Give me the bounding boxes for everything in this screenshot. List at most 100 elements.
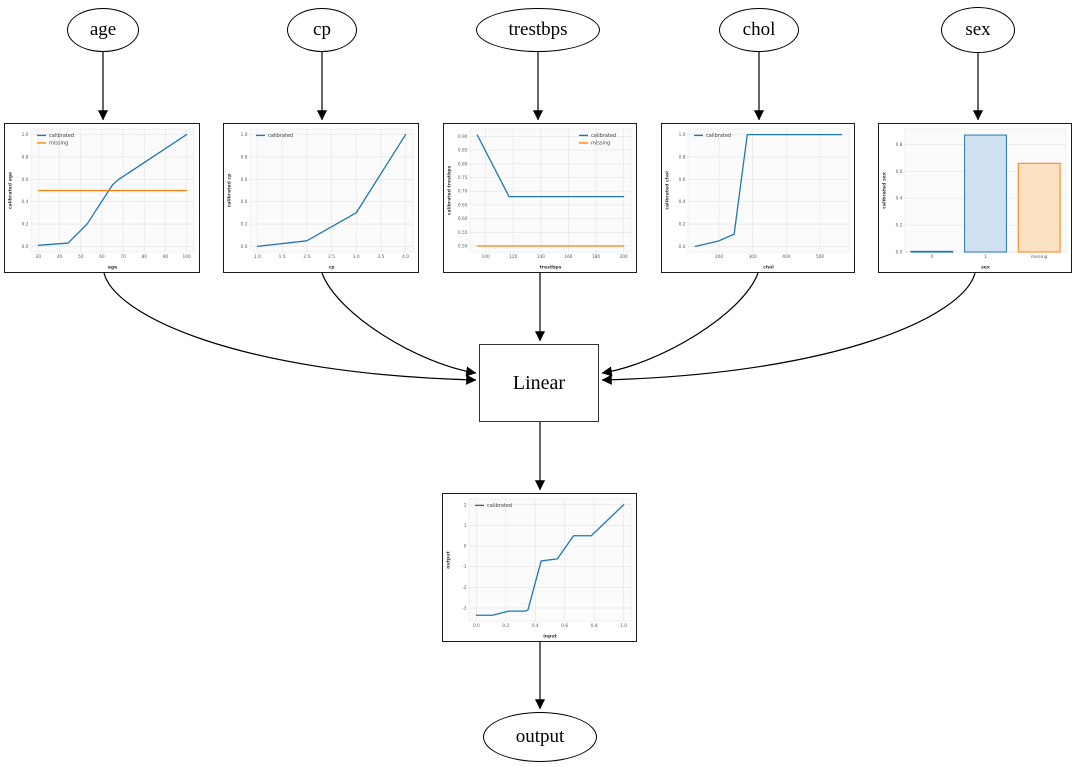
y-tick-label: 0.80 <box>458 161 468 167</box>
node-label-cp: cp <box>313 19 331 40</box>
x-tick-label: 200 <box>715 254 723 260</box>
y-tick-label: 0.75 <box>458 175 468 181</box>
y-tick-label: 2 <box>464 502 467 508</box>
legend: calibrated <box>694 133 731 139</box>
input-node-sex: sex <box>941 7 1015 53</box>
y-tick-label: 0.0 <box>896 250 903 256</box>
y-tick-label: 1.0 <box>22 132 29 138</box>
x-tick-label: 160 <box>564 254 572 260</box>
y-tick-label: 1 <box>464 523 467 529</box>
legend: calibrated <box>475 503 512 509</box>
series-line-calibrated <box>256 133 407 248</box>
input-node-cp: cp <box>287 8 357 52</box>
y-tick-label: -3 <box>462 605 467 611</box>
y-tick-label: 0.2 <box>679 222 686 228</box>
x-tick-label: 4.0 <box>402 254 409 260</box>
x-tick-label: 1 <box>984 254 987 260</box>
y-tick-label: 0.70 <box>458 189 468 195</box>
input-node-chol: chol <box>719 8 799 52</box>
y-axis-label: calibrated cp <box>227 173 233 208</box>
x-tick-label: 90 <box>163 254 169 260</box>
x-tick-label: 200 <box>620 254 628 260</box>
y-tick-label: 0.4 <box>22 199 29 205</box>
x-tick-label: 100 <box>482 254 490 260</box>
legend: calibrated missing <box>37 133 74 147</box>
x-tick-label: 50 <box>78 254 84 260</box>
y-tick-label: 0.6 <box>679 177 686 183</box>
x-tick-label: 0 <box>930 254 933 260</box>
legend-label: calibrated <box>487 503 512 509</box>
y-tick-label: 0.8 <box>679 154 686 160</box>
y-tick-label: 0.8 <box>241 154 248 160</box>
x-tick-label: 1.5 <box>279 254 286 260</box>
y-axis-label: output <box>446 551 452 569</box>
legend: calibrated <box>256 133 293 139</box>
y-tick-label: 0.2 <box>241 222 248 228</box>
linear-node: Linear <box>479 344 599 422</box>
x-tick-label: 1.0 <box>620 623 627 629</box>
x-tick-label: 70 <box>120 254 126 260</box>
x-tick-label: 3.5 <box>377 254 384 260</box>
node-label-output: output <box>515 726 565 747</box>
y-tick-label: 0.85 <box>458 148 468 154</box>
y-tick-label: 0.90 <box>458 134 468 140</box>
series-line-calibrated <box>475 504 625 616</box>
x-axis-label: trestbps <box>540 265 562 271</box>
grid-lines <box>250 129 413 252</box>
x-tick-label: 180 <box>592 254 600 260</box>
x-axis-label: chol <box>763 265 774 271</box>
input-node-trestbps: trestbps <box>476 8 600 52</box>
legend-label: calibrated <box>706 133 731 139</box>
node-label-trestbps: trestbps <box>508 19 568 40</box>
y-tick-label: 0.6 <box>896 169 903 175</box>
edge-chol-calibrator-to-linear <box>601 272 759 377</box>
node-label-sex: sex <box>965 19 991 40</box>
bar-missing <box>1017 162 1061 253</box>
y-tick-label: 0.8 <box>896 142 903 148</box>
y-tick-label: 0.60 <box>458 216 468 222</box>
x-tick-label: 60 <box>99 254 105 260</box>
legend-label: missing <box>49 141 68 147</box>
legend-label: calibrated <box>268 133 293 139</box>
grid-lines <box>688 129 849 252</box>
x-tick-label: 120 <box>509 254 517 260</box>
y-tick-label: 0 <box>464 544 467 550</box>
legend-label: calibrated <box>591 133 616 139</box>
x-axis-label: input <box>543 634 557 640</box>
y-tick-label: 0.4 <box>896 196 903 202</box>
x-tick-label: 2.0 <box>303 254 310 260</box>
x-axis-label: age <box>108 266 118 271</box>
x-tick-label: 30 <box>36 254 42 260</box>
node-label-chol: chol <box>742 19 776 40</box>
x-tick-label: 500 <box>816 254 824 260</box>
y-axis-label: calibrated trestbps <box>447 165 453 215</box>
input-node-age: age <box>67 8 139 52</box>
edge-sex-calibrator-to-linear <box>601 272 976 385</box>
y-tick-label: 0.65 <box>458 202 468 208</box>
y-axis-label: calibrated sex <box>882 172 888 209</box>
y-tick-label: 0.4 <box>679 199 686 205</box>
y-tick-label: 0.4 <box>241 199 248 205</box>
legend-label: calibrated <box>49 133 74 139</box>
bar-0 <box>910 250 954 253</box>
y-tick-label: 0.0 <box>22 244 29 250</box>
y-axis-label: calibrated chol <box>665 171 671 210</box>
x-tick-label: 3.0 <box>353 254 360 260</box>
node-label-linear: Linear <box>512 371 566 394</box>
x-tick-label: 1.0 <box>254 254 261 260</box>
y-tick-label: 0.6 <box>22 177 29 183</box>
y-tick-label: -1 <box>462 564 467 570</box>
y-axis-label: calibrated age <box>8 172 14 209</box>
x-tick-label: 300 <box>749 254 757 260</box>
y-tick-label: 0.0 <box>679 244 686 250</box>
x-tick-label: 40 <box>57 254 63 260</box>
